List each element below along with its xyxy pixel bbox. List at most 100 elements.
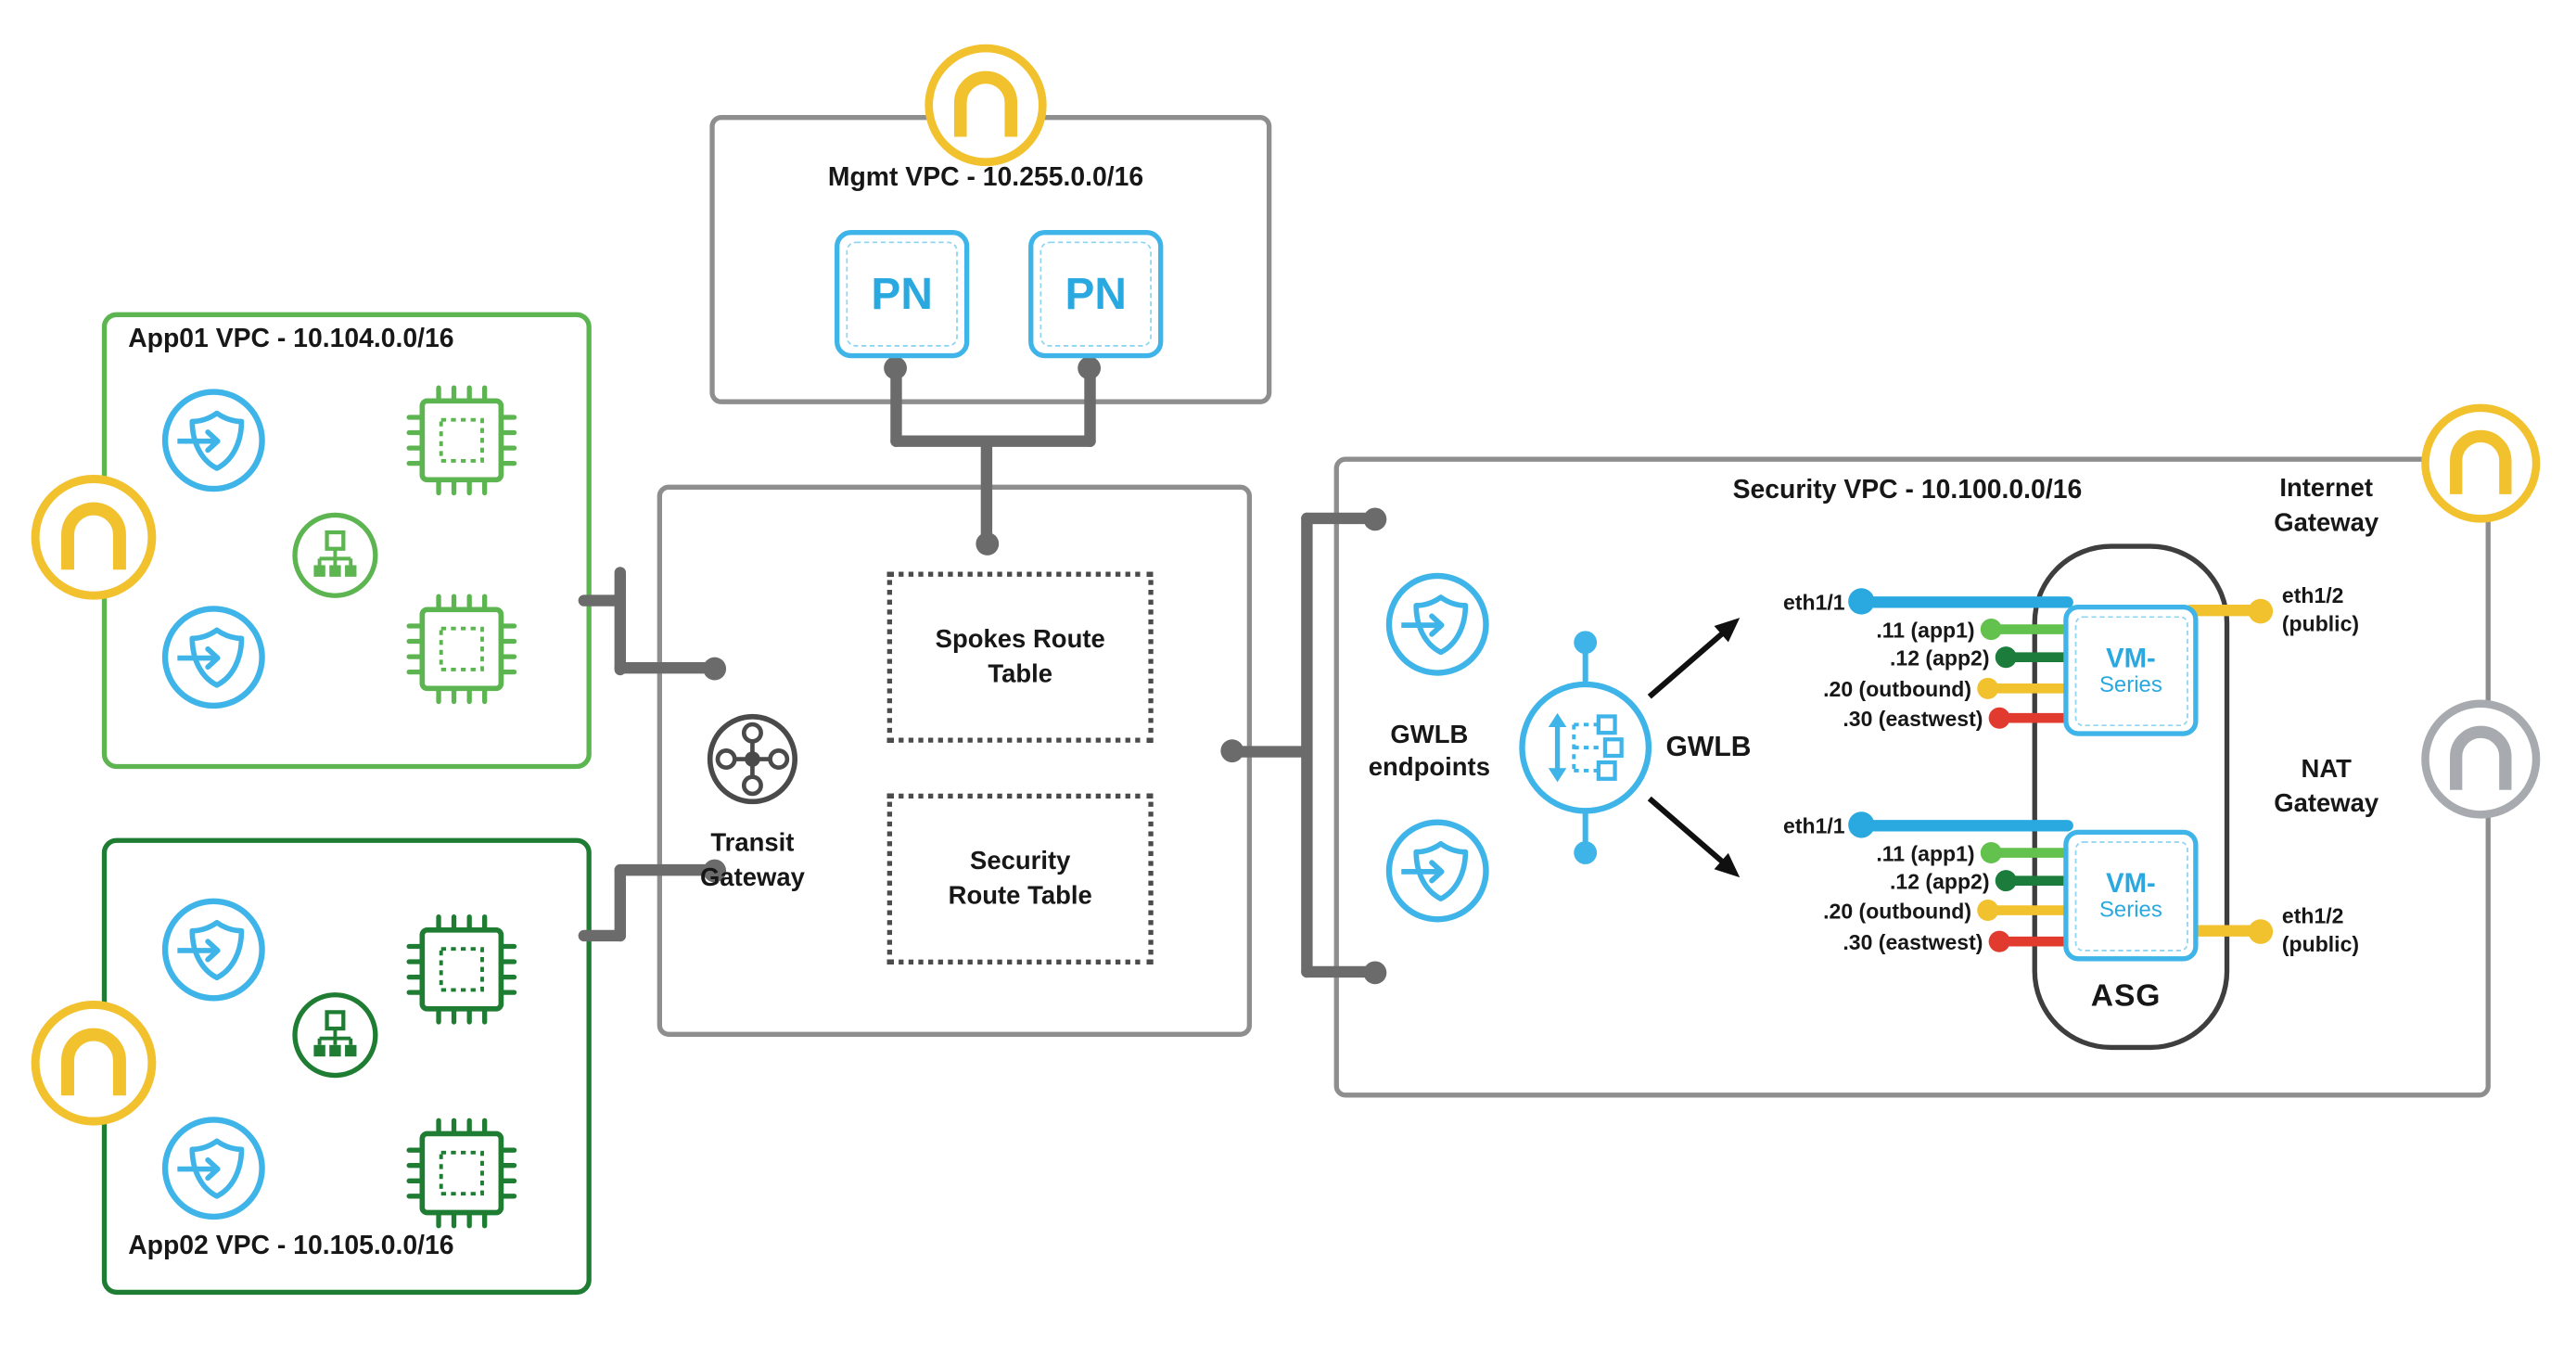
endpoint-shield-icon	[159, 386, 268, 494]
connector-mgmt-left	[890, 367, 902, 447]
endpoint-shield-icon	[159, 603, 268, 711]
arch-gateway-icon	[920, 40, 1052, 172]
chip-instance-icon	[404, 592, 519, 707]
internet-gateway-label: Internet Gateway	[2274, 475, 2379, 537]
interface-label: .30 (eastwest)	[1843, 705, 1983, 731]
vm-series-firewall: VM- Series	[2063, 604, 2199, 736]
interface-row: .20 (outbound)	[1558, 675, 2073, 701]
mgmt-vpc-title: Mgmt VPC - 10.255.0.0/16	[827, 164, 1144, 193]
connector-app01-stub	[578, 594, 627, 607]
vm-series-label: VM-	[2106, 868, 2156, 899]
interface-row: eth1/1	[1558, 811, 2073, 837]
connector-app02-vertical	[614, 863, 627, 942]
interface-label: eth1/1	[1783, 812, 1845, 837]
vm-series-label: VM-	[2106, 643, 2156, 673]
interface-line	[1999, 936, 2073, 947]
gwlb-endpoint-shield-icon	[1384, 817, 1492, 926]
interface-label: .12 (app2)	[1890, 645, 1990, 670]
arrow-to-firewall-2	[1647, 796, 1741, 878]
interface-row: .30 (eastwest)	[1558, 928, 2073, 954]
connector-dot	[703, 657, 727, 681]
interface-line	[1861, 595, 2073, 607]
connector-tgw-out	[1231, 746, 1311, 758]
interface-row: .20 (outbound)	[1558, 897, 2073, 923]
arch-gateway-icon	[26, 996, 160, 1130]
interface-label: .20 (outbound)	[1823, 676, 1972, 701]
connector-app01-vertical	[614, 567, 627, 676]
spokes-route-table: Spokes Route Table	[886, 571, 1154, 743]
arrow-to-firewall-1	[1647, 618, 1741, 699]
connector-tgw-sec-bottom	[1301, 965, 1377, 978]
vm-series-inner-border	[2073, 840, 2188, 951]
transit-gateway-icon	[702, 709, 804, 811]
connector-app02-stub	[578, 929, 627, 942]
subnet-tree-icon	[291, 990, 380, 1079]
security-route-table: Security Route Table	[886, 793, 1154, 964]
connector-app02-to-tgw	[614, 863, 717, 876]
gwlb-label: GWLB	[1665, 731, 1752, 763]
vm-series-firewall: VM- Series	[2063, 829, 2199, 962]
interface-row: .12 (app2)	[1558, 645, 2073, 671]
endpoint-shield-icon	[159, 1114, 268, 1222]
eth12-label: eth1/2 (public)	[2281, 582, 2360, 635]
connector-dot	[1363, 507, 1387, 531]
interface-label: .12 (app2)	[1890, 868, 1990, 893]
app01-vpc-title: App01 VPC - 10.104.0.0/16	[128, 325, 454, 353]
panorama-node: PN	[835, 230, 970, 359]
panorama-label: PN	[1065, 268, 1127, 318]
interface-line	[2006, 875, 2073, 886]
interface-line	[1861, 819, 2073, 831]
vm-series-inner-border	[2073, 615, 2188, 726]
eth12-line	[2185, 604, 2261, 617]
internet-gateway-icon	[2417, 400, 2544, 528]
transit-gateway-label: Transit Gateway	[699, 829, 805, 893]
asg-label: ASG	[2090, 978, 2162, 1015]
security-vpc-title: Security VPC - 10.100.0.0/16	[1732, 476, 2083, 505]
asg-boundary	[2032, 543, 2230, 1051]
interface-label: .30 (eastwest)	[1843, 928, 1983, 954]
arch-gateway-icon	[26, 470, 160, 605]
eth12-label: eth1/2 (public)	[2281, 903, 2360, 956]
interface-label: .20 (outbound)	[1823, 898, 1972, 923]
vm-series-label: Series	[2098, 896, 2162, 922]
vm-series-label: Series	[2098, 671, 2162, 696]
interface-row: eth1/1	[1558, 588, 2073, 614]
interface-line	[1987, 683, 2073, 694]
subnet-tree-icon	[291, 511, 380, 600]
interface-line	[1991, 624, 2073, 634]
connector-mgmt-to-tgw	[980, 435, 993, 544]
transit-gateway-box	[657, 484, 1253, 1037]
endpoint-shield-icon	[159, 896, 268, 1004]
connector-app01-to-tgw	[614, 661, 717, 674]
panorama-label: PN	[871, 268, 933, 318]
interface-row: .12 (app2)	[1558, 867, 2073, 893]
panorama-inner-border	[846, 241, 958, 347]
interface-row: .30 (eastwest)	[1558, 705, 2073, 731]
interface-line	[2006, 652, 2073, 662]
connector-tgw-sec-vertical	[1301, 512, 1313, 978]
gwlb-endpoints-label: GWLB endpoints	[1368, 721, 1490, 783]
panorama-node: PN	[1028, 230, 1164, 359]
interface-line	[1999, 712, 2073, 723]
eth12-line	[2185, 925, 2261, 937]
interface-row: .11 (app1)	[1558, 839, 2073, 865]
interface-label: eth1/1	[1783, 589, 1845, 614]
connector-dot	[976, 532, 1000, 556]
chip-instance-icon	[404, 1116, 519, 1231]
connector-mgmt-right	[1084, 367, 1096, 447]
interface-line	[1987, 905, 2073, 915]
nat-gateway-label: NAT Gateway	[2274, 755, 2379, 818]
connector-dot	[1363, 961, 1387, 985]
connector-mgmt-bar	[890, 435, 1096, 447]
panorama-inner-border	[1039, 241, 1152, 347]
connector-tgw-sec-top	[1301, 512, 1377, 525]
gwlb-endpoint-shield-icon	[1384, 570, 1492, 679]
connector-dot	[703, 859, 727, 883]
interface-label: .11 (app1)	[1876, 840, 1975, 865]
interface-label: .11 (app1)	[1876, 617, 1975, 642]
app02-vpc-title: App02 VPC - 10.105.0.0/16	[128, 1232, 454, 1260]
nat-gateway-icon	[2417, 695, 2544, 823]
interface-row: .11 (app1)	[1558, 616, 2073, 642]
